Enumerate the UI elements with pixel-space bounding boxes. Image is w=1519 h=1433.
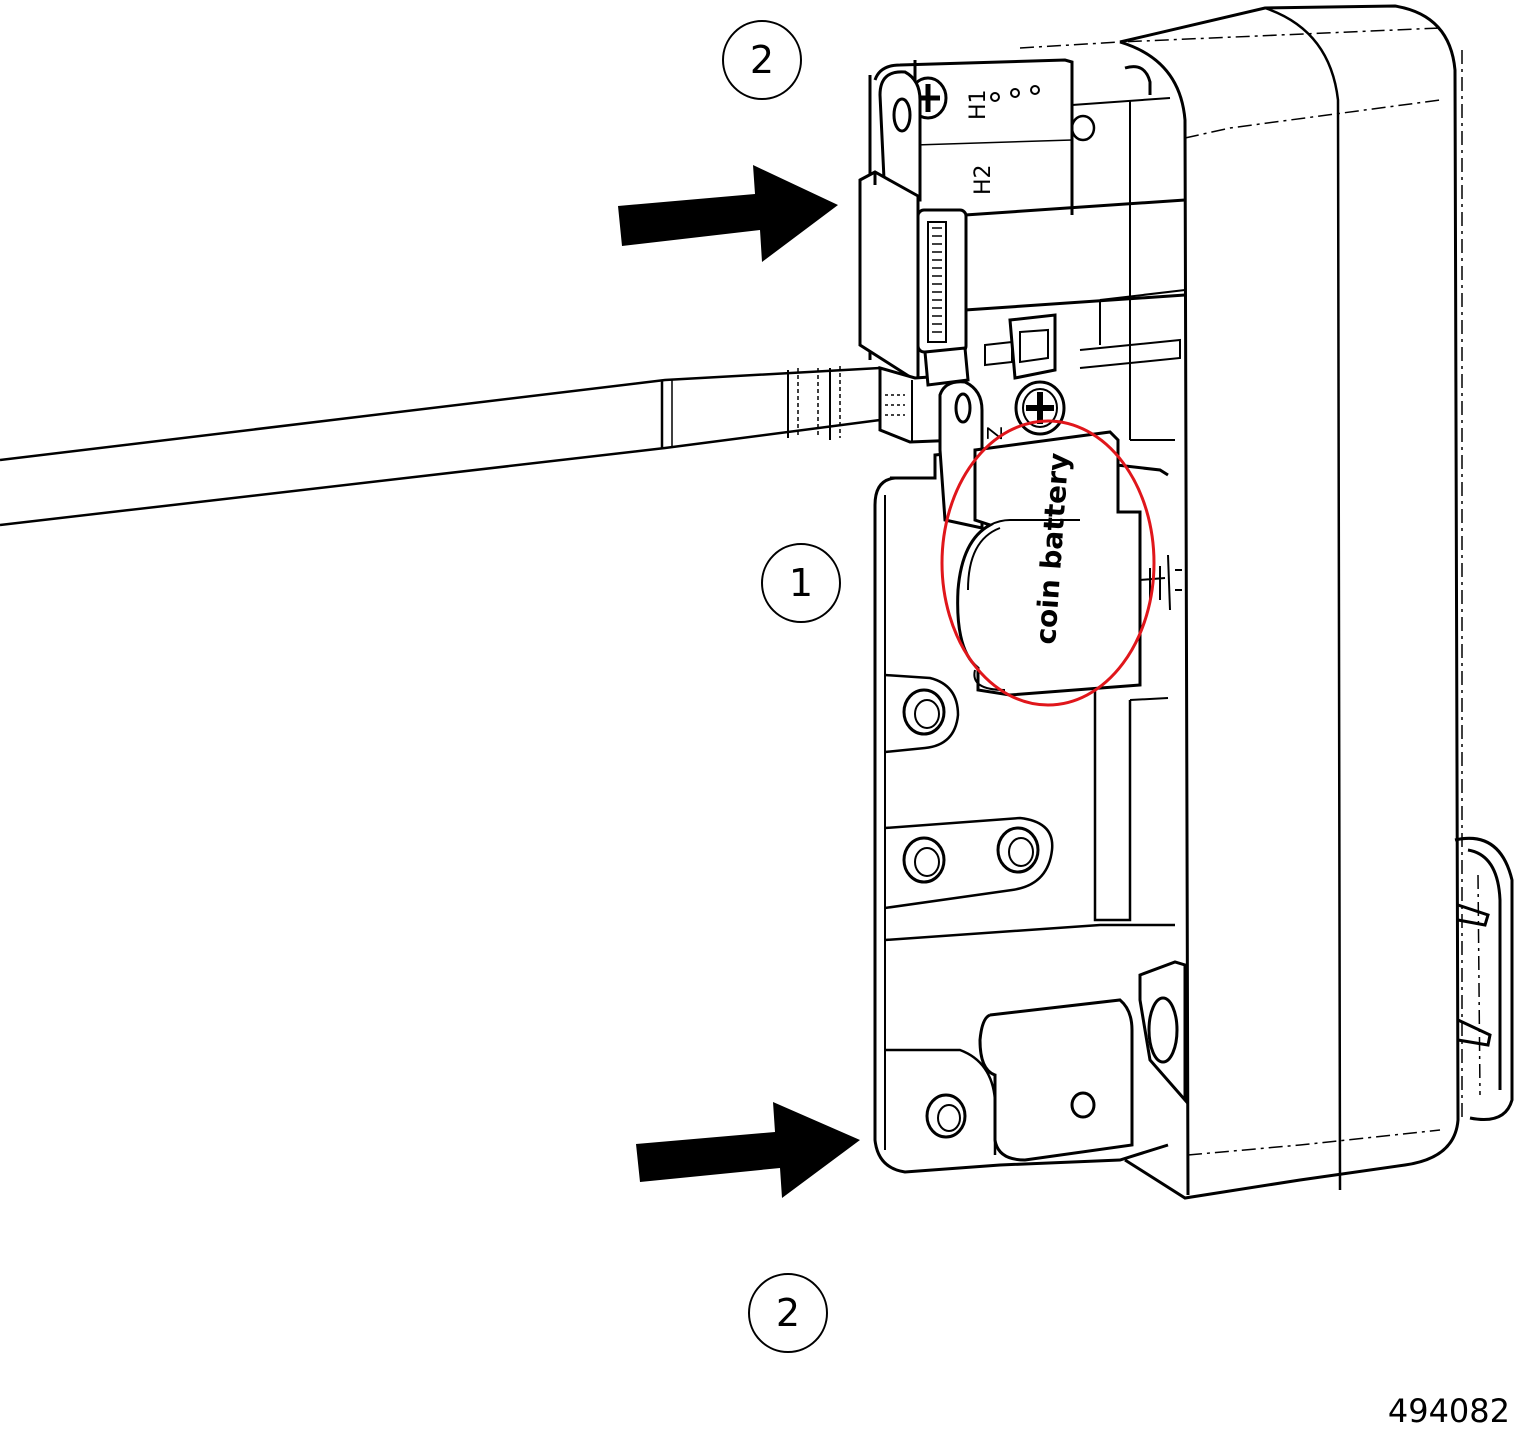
lower-bracket [978,960,1187,1162]
battery-highlight-ring [940,419,1156,707]
coin-battery-holder [956,430,1182,697]
figure-number: 494082 [1388,1392,1510,1430]
right-arrow-icon [618,165,838,262]
right-arrow-icon [636,1102,860,1198]
callout-2-bottom: 2 [748,1273,828,1353]
board-mark-h2: H2 [971,164,996,195]
mounting-plate [873,448,1175,1174]
ribbon-band [964,198,1186,312]
svg-text:1: 1 [789,561,813,605]
connector-housing [858,170,968,385]
small-connector [984,313,1057,380]
side-clip [1454,836,1514,1121]
mounting-holes [902,688,1096,1139]
callout-2-top: 2 [722,20,802,100]
lower-latch [938,380,984,530]
flat-cable [0,366,881,527]
svg-text:2: 2 [776,1291,800,1335]
svg-text:2: 2 [750,38,774,82]
device-housing [1019,4,1463,1200]
board-mark-h1: H1 [966,89,991,120]
screw-head-icon [1014,380,1066,436]
top-latch [878,70,922,202]
callout-1: 1 [761,543,841,623]
pcb-contacts [990,85,1040,102]
